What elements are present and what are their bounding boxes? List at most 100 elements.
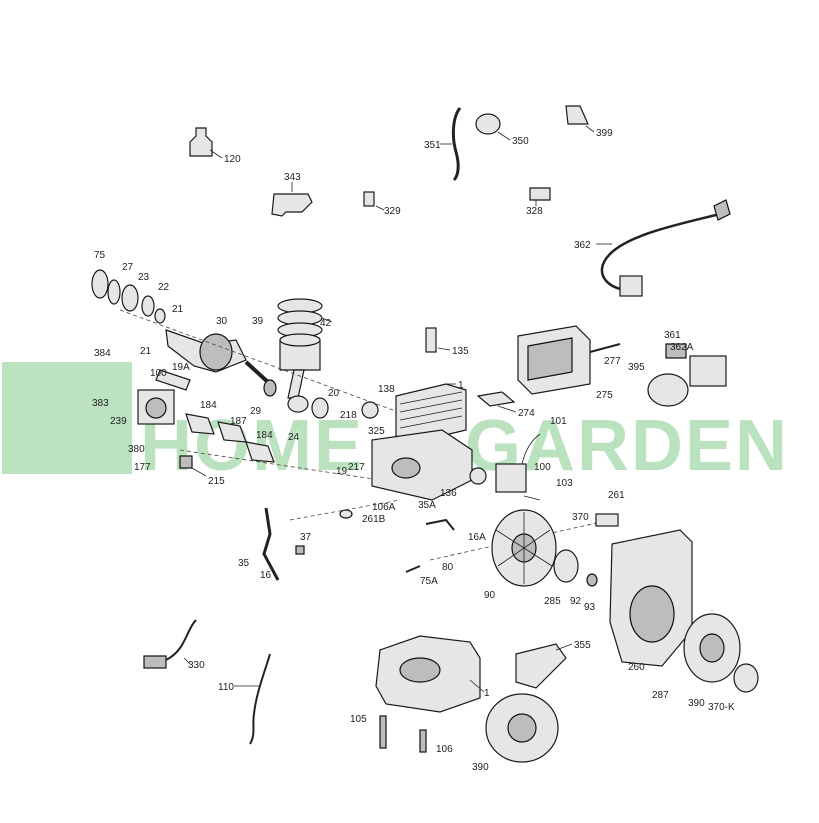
label-277: 277 bbox=[604, 356, 621, 367]
label-328: 328 bbox=[526, 206, 543, 217]
fan-housing-part bbox=[609, 529, 693, 667]
label-101: 101 bbox=[550, 416, 567, 427]
label-75: 75 bbox=[94, 250, 106, 261]
label-23: 23 bbox=[138, 272, 150, 283]
label-351: 351 bbox=[424, 140, 441, 151]
label-138: 138 bbox=[378, 384, 395, 395]
label-120: 120 bbox=[224, 154, 241, 165]
label-217: 217 bbox=[348, 462, 365, 473]
label-100: 100 bbox=[150, 368, 167, 379]
label-21b: 21 bbox=[140, 346, 152, 357]
label-218: 218 bbox=[340, 410, 357, 421]
label-90: 90 bbox=[484, 590, 496, 601]
label-75a: 75A bbox=[420, 576, 438, 587]
label-29: 29 bbox=[250, 406, 262, 417]
cord-362-part bbox=[596, 199, 731, 297]
label-390b: 390 bbox=[688, 698, 705, 709]
label-177: 177 bbox=[134, 462, 151, 473]
clip-329-part bbox=[363, 191, 385, 211]
throttle-linkage-part bbox=[262, 507, 305, 581]
recoil-starter-bottom-part bbox=[485, 693, 559, 763]
label-35: 35 bbox=[238, 558, 250, 569]
spark-plug-part bbox=[425, 327, 451, 353]
label-380: 380 bbox=[128, 444, 145, 455]
label-260: 260 bbox=[628, 662, 645, 673]
label-16a: 16A bbox=[468, 532, 486, 543]
label-1b: 1 bbox=[484, 688, 490, 699]
label-384: 384 bbox=[94, 348, 111, 359]
governor-parts bbox=[405, 518, 455, 573]
label-383: 383 bbox=[92, 398, 109, 409]
label-355: 355 bbox=[574, 640, 591, 651]
label-20: 20 bbox=[328, 388, 340, 399]
label-106: 106 bbox=[436, 744, 453, 755]
oil-bottle-part bbox=[189, 127, 223, 159]
label-93: 93 bbox=[584, 602, 596, 613]
label-395: 395 bbox=[628, 362, 645, 373]
label-274: 274 bbox=[518, 408, 535, 419]
muffler-275-part bbox=[517, 325, 591, 395]
bearing-parts bbox=[263, 379, 329, 419]
label-325: 325 bbox=[368, 426, 385, 437]
label-215: 215 bbox=[208, 476, 225, 487]
gasket-136 bbox=[469, 467, 487, 485]
label-287: 287 bbox=[652, 690, 669, 701]
recoil-starter-right-part bbox=[683, 613, 759, 693]
label-19a: 19A bbox=[172, 362, 190, 373]
clutch-cup-part bbox=[553, 549, 598, 587]
label-80: 80 bbox=[442, 562, 454, 573]
label-106a: 106A bbox=[372, 502, 396, 513]
label-285: 285 bbox=[544, 596, 561, 607]
label-135: 135 bbox=[452, 346, 469, 357]
decal-370 bbox=[595, 513, 619, 527]
label-22: 22 bbox=[158, 282, 170, 293]
label-103: 103 bbox=[556, 478, 573, 489]
label-16: 16 bbox=[260, 570, 272, 581]
label-27: 27 bbox=[122, 262, 134, 273]
crankshaft-part bbox=[165, 329, 272, 386]
label-275: 275 bbox=[596, 390, 613, 401]
carburetor-part bbox=[137, 369, 191, 425]
label-239: 239 bbox=[110, 416, 127, 427]
label-30: 30 bbox=[216, 316, 228, 327]
label-361: 361 bbox=[664, 330, 681, 341]
label-105: 105 bbox=[350, 714, 367, 725]
label-184a: 184 bbox=[200, 400, 217, 411]
label-39: 39 bbox=[252, 316, 264, 327]
bracket-343-part bbox=[271, 182, 313, 217]
wire-110-part bbox=[234, 653, 271, 745]
label-184b: 184 bbox=[256, 430, 273, 441]
lower-crankcase-part bbox=[375, 635, 485, 713]
label-370k: 370-K bbox=[708, 702, 735, 713]
label-390a: 390 bbox=[472, 762, 489, 773]
cap-399-part bbox=[565, 105, 595, 133]
label-21a: 21 bbox=[172, 304, 184, 315]
label-330: 330 bbox=[188, 660, 205, 671]
crankshaft-seals bbox=[91, 269, 166, 324]
label-136: 136 bbox=[440, 488, 457, 499]
filter-215-part bbox=[179, 455, 207, 477]
primer-350-part bbox=[475, 113, 511, 141]
label-350: 350 bbox=[512, 136, 529, 147]
bolts-105-106-part bbox=[379, 715, 427, 753]
piston-part bbox=[279, 333, 321, 413]
wire-harness-330-part bbox=[143, 619, 197, 669]
flywheel-part bbox=[491, 509, 557, 587]
electric-starter-part bbox=[647, 343, 727, 407]
label-343: 343 bbox=[284, 172, 301, 183]
fuel-line-351-part bbox=[440, 107, 462, 182]
label-399: 399 bbox=[596, 128, 613, 139]
label-42: 42 bbox=[320, 318, 332, 329]
label-329: 329 bbox=[384, 206, 401, 217]
ignition-module-part bbox=[495, 433, 541, 501]
label-100b: 100 bbox=[534, 462, 551, 473]
label-1a: 1 bbox=[458, 380, 464, 391]
label-35a: 35A bbox=[418, 500, 436, 511]
label-187: 187 bbox=[230, 416, 247, 427]
label-261: 261 bbox=[608, 490, 625, 501]
label-370: 370 bbox=[572, 512, 589, 523]
label-362a: 362A bbox=[670, 342, 694, 353]
bolt-277-part bbox=[589, 343, 621, 353]
gaskets-part bbox=[185, 413, 275, 463]
